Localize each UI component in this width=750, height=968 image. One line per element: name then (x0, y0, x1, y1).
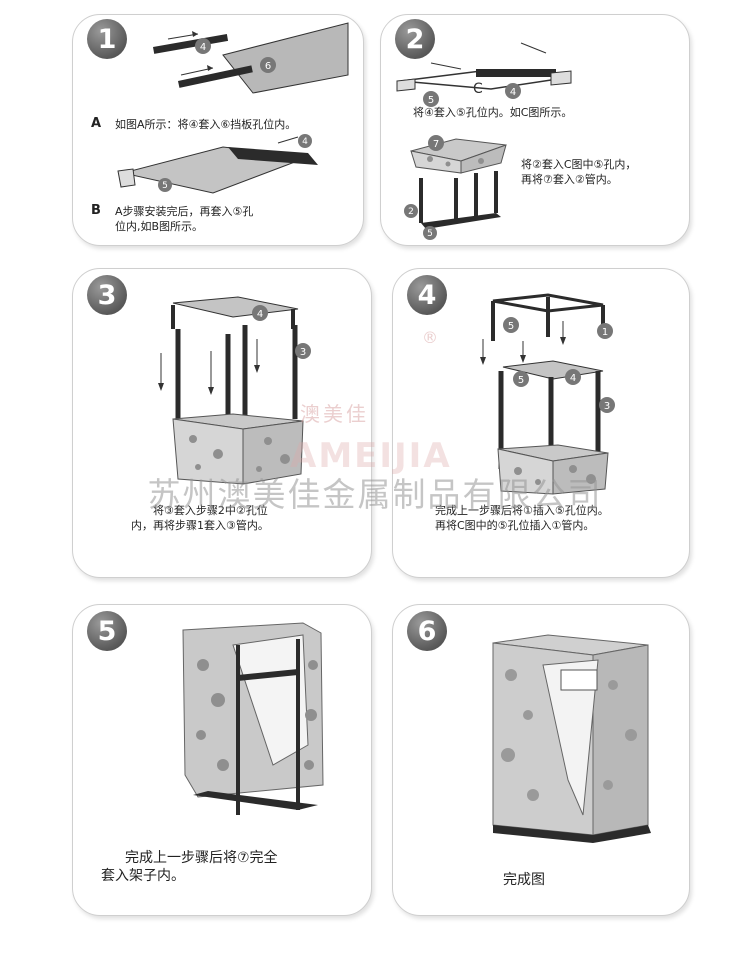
step-1-caption-b-line-2: 位内,如B图所示。 (115, 220, 204, 233)
watermark-registered-mark: ® (422, 328, 438, 347)
step-5-cover-illustration (182, 622, 324, 815)
part-label-4: 4 (200, 42, 206, 53)
part-label-4: 4 (302, 137, 308, 147)
step-1-caption-b-line-1: A步骤安装完后，再套入⑤孔 (115, 205, 254, 218)
step-3-rack-illustration: 4 3 (158, 296, 311, 485)
part-label-5: 5 (518, 375, 524, 386)
part-label-3: 3 (300, 347, 306, 358)
part-label-5: 5 (508, 321, 514, 332)
step-1-panel: 1 4 6 A 如图A所示：将④套入⑥挡板孔位内。 4 5 B A步骤安装完后，… (72, 14, 364, 246)
part-label-4: 4 (510, 87, 516, 98)
step-1-label-b: B (91, 203, 101, 218)
part-label-5: 5 (428, 95, 434, 106)
step-2-caption-2-line-1: 将②套入C图中⑤孔内， (521, 158, 637, 171)
figure-c-label: C (473, 81, 483, 97)
step-3-badge: 3 (87, 275, 127, 315)
part-label-4: 4 (257, 309, 263, 320)
step-4-caption-1: 完成上一步骤后将①插入⑤孔位内。 (435, 504, 609, 517)
step-5-panel: 5 完成上一步骤后将⑦完全 套入架子内。 (72, 604, 372, 916)
step-3-caption-1: 将③套入步骤2中②孔位 (153, 504, 268, 517)
step-6-badge: 6 (407, 611, 447, 651)
step-1-frame-illustration: 4 5 (117, 134, 318, 194)
step-5-caption-2: 套入架子内。 (101, 868, 185, 884)
part-label-4: 4 (570, 373, 576, 384)
step-2-legs-illustration: 7 2 5 (404, 135, 507, 240)
part-label-2: 2 (408, 207, 414, 217)
step-6-caption: 完成图 (503, 872, 545, 888)
step-4-badge: 4 (407, 275, 447, 315)
watermark-brand-latin: AMEIJIA (290, 436, 452, 476)
step-4-caption-2: 再将C图中的⑤孔位插入①管内。 (435, 519, 595, 532)
step-2-badge: 2 (395, 19, 435, 59)
step-2-caption-2-line-2: 再将⑦套入②管内。 (521, 173, 618, 186)
step-6-panel: 6 完成图 (392, 604, 690, 916)
watermark-brand: 澳美佳 (300, 402, 369, 426)
step-2-crossbar-illustration: C 5 4 (396, 42, 572, 107)
step-3-caption-2: 内，再将步骤1套入③管内。 (131, 519, 269, 532)
step-5-badge: 5 (87, 611, 127, 651)
step-4-rack-illustration: 5 1 5 4 3 (480, 293, 615, 495)
step-4-panel: 4 5 1 5 4 3 完成上一步骤后将①插入⑤孔位内。 再将C图中的⑤孔位插入 (392, 268, 690, 578)
part-label-7: 7 (433, 139, 439, 150)
step-2-panel: 2 C 5 4 将④套入⑤孔位内。如C图所示。 7 2 5 将②套入C图中⑤孔内… (380, 14, 690, 246)
step-2-caption-1: 将④套入⑤孔位内。如C图所示。 (413, 106, 573, 119)
part-label-3: 3 (604, 401, 610, 412)
step-3-panel: 3 4 3 将③套入步骤2中②孔位 内，再将步骤1套入③管内。 (72, 268, 372, 578)
step-1-label-a: A (91, 116, 102, 131)
part-label-5: 5 (427, 229, 433, 239)
part-label-6: 6 (265, 61, 271, 72)
step-1-badge: 1 (87, 19, 127, 59)
step-6-finished-wardrobe-illustration (492, 634, 651, 843)
step-1-rod-illustration: 4 6 (153, 22, 349, 94)
step-5-caption-1: 完成上一步骤后将⑦完全 (125, 850, 278, 866)
part-label-5: 5 (162, 181, 168, 191)
watermark-company-name: 苏州澳美佳金属制品有限公司 (147, 475, 603, 514)
step-1-caption-a: 如图A所示：将④套入⑥挡板孔位内。 (115, 118, 297, 131)
part-label-1: 1 (602, 327, 608, 338)
